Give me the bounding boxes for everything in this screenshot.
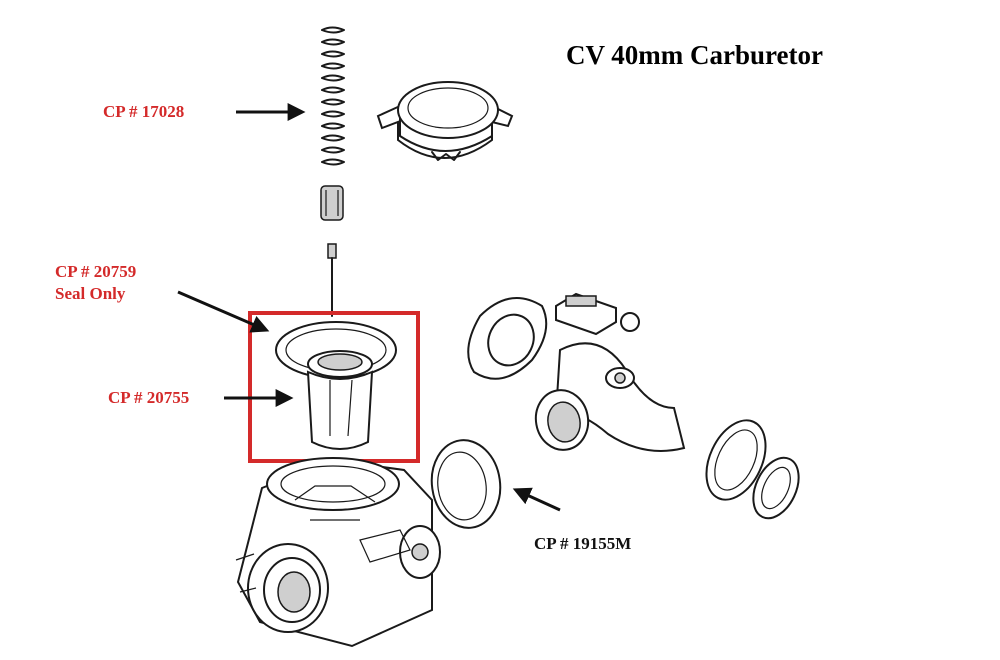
ring-arrow (512, 487, 561, 512)
diagram-title: CV 40mm Carburetor (566, 40, 823, 70)
callout-seal-note: Seal Only (55, 284, 126, 303)
callout-ring-part-number: CP # 19155M (534, 534, 632, 553)
callout-spring: CP # 17028 (103, 101, 184, 123)
callout-seal: CP # 20759 Seal Only (55, 261, 136, 305)
needle-illustration (327, 243, 337, 317)
seal-arrow (177, 290, 270, 333)
diaphragm-slide-illustration (275, 321, 397, 450)
callout-spring-part-number: CP # 17028 (103, 102, 185, 121)
callout-diaphragm-part-number: CP # 20755 (108, 388, 190, 407)
intake-ring-illustration (430, 439, 502, 529)
sensor-illustration (555, 292, 640, 336)
intake-elbow-illustration (534, 342, 686, 452)
callout-diaphragm: CP # 20755 (108, 387, 189, 409)
right-gasket-illustration (705, 419, 800, 520)
needle-holder-illustration (320, 185, 344, 221)
spring-illustration (321, 26, 345, 166)
top-cover-illustration (376, 81, 514, 161)
carburetor-body-illustration (235, 457, 441, 648)
callout-ring: CP # 19155M (534, 533, 631, 555)
flange-gasket-illustration (467, 297, 548, 380)
callout-seal-part-number: CP # 20759 (55, 262, 137, 281)
